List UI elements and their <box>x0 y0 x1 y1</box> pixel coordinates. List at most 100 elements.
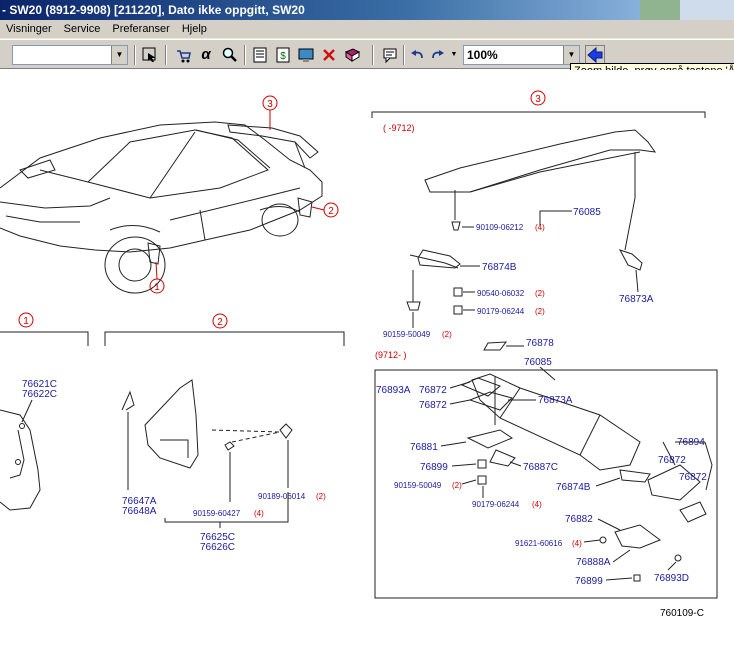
label-90179-b[interactable]: 90179-06244 <box>472 500 520 509</box>
toolbar-separator <box>244 45 246 65</box>
comment-button[interactable] <box>380 45 400 65</box>
label-76872-c[interactable]: 76872 <box>658 455 686 466</box>
comment-icon <box>383 48 397 64</box>
label-76899-b[interactable]: 76899 <box>575 576 603 587</box>
label-90540-qty: (2) <box>535 289 545 298</box>
callout-3-car[interactable]: 3 <box>262 95 278 130</box>
price-button[interactable]: $ <box>273 45 293 65</box>
undo-button[interactable] <box>407 45 427 65</box>
label-76647A[interactable]: 76647A <box>122 496 157 507</box>
zoom-value: 100% <box>467 48 498 62</box>
callout-2-car-label: 2 <box>328 206 334 217</box>
label-91621[interactable]: 91621-60616 <box>515 539 563 548</box>
title-bar-segment-1 <box>640 0 680 20</box>
label-76888A[interactable]: 76888A <box>576 557 611 568</box>
label-90189[interactable]: 90189-06014 <box>258 492 306 501</box>
label-76874B-a[interactable]: 76874B <box>482 262 517 273</box>
menu-preferanser[interactable]: Preferanser <box>112 23 170 35</box>
select-tool-button[interactable] <box>140 45 160 65</box>
toolbar-separator <box>403 45 405 65</box>
label-76873A-a[interactable]: 76873A <box>619 294 654 305</box>
list-icon <box>253 47 267 63</box>
label-76878[interactable]: 76878 <box>526 338 554 349</box>
label-76874B-b[interactable]: 76874B <box>556 482 591 493</box>
label-90189-qty: (2) <box>316 492 326 501</box>
toolbar-separator <box>165 45 167 65</box>
zoom-select[interactable]: 100% ▼ <box>463 45 580 65</box>
label-90540[interactable]: 90540-06032 <box>477 289 525 298</box>
zoom-apply-button[interactable] <box>585 45 605 65</box>
parts-list-button[interactable] <box>250 45 270 65</box>
date-code-upto: ( -9712) <box>383 123 415 133</box>
label-91621-qty: (4) <box>572 539 582 548</box>
label-90159-a[interactable]: 90159-50049 <box>383 330 431 339</box>
close-button[interactable] <box>319 45 339 65</box>
menu-service[interactable]: Service <box>63 23 101 35</box>
redo-button[interactable] <box>428 45 448 65</box>
parts-diagram[interactable]: 3 2 1 3 ( -9712) 76085 90109-06212 (4) <box>0 70 734 650</box>
figure-code: 760109-C <box>660 608 704 619</box>
label-76648A[interactable]: 76648A <box>122 506 157 517</box>
label-90179-a[interactable]: 90179-06244 <box>477 307 525 316</box>
section-2-header: 2 <box>104 313 345 346</box>
callout-1-car-label: 1 <box>154 282 160 293</box>
label-90159-b-qty: (4) <box>254 509 264 518</box>
toolbar-separator <box>372 45 374 65</box>
label-90109[interactable]: 90109-06212 <box>476 223 524 232</box>
search-button[interactable] <box>219 45 239 65</box>
toolbar: ▼ α $ ▼ 100% ▼ <box>0 39 734 69</box>
section-3-header: 3 <box>371 90 706 118</box>
monitor-button[interactable] <box>296 45 316 65</box>
label-76872-a[interactable]: 76872 <box>419 385 447 396</box>
title-bar-segment-2 <box>680 0 734 20</box>
car-illustration <box>0 121 323 294</box>
label-76893A[interactable]: 76893A <box>376 385 411 396</box>
catalog-select[interactable]: ▼ <box>12 45 128 65</box>
menu-bar: Visninger Service Preferanser Hjelp <box>0 20 734 39</box>
label-76622C[interactable]: 76622C <box>22 389 57 400</box>
label-90159-c[interactable]: 90159-50049 <box>394 481 442 490</box>
label-90179-a-qty: (2) <box>535 307 545 316</box>
label-90159-c-qty: (2) <box>452 481 462 490</box>
alpha-search-button[interactable]: α <box>196 45 216 65</box>
label-76085-a[interactable]: 76085 <box>573 207 601 218</box>
label-76626C[interactable]: 76626C <box>200 542 235 553</box>
redo-icon <box>432 50 444 59</box>
label-76873A-b[interactable]: 76873A <box>538 395 573 406</box>
section-3-callout: 3 <box>535 94 541 105</box>
window-title: - SW20 (8912-9908) [211220], Dato ikke o… <box>2 3 305 17</box>
menu-visninger[interactable]: Visninger <box>6 23 52 35</box>
monitor-icon <box>298 48 314 62</box>
label-76893D[interactable]: 76893D <box>654 573 689 584</box>
mudflap-front-illustration <box>0 409 41 511</box>
label-76872-b[interactable]: 76872 <box>419 400 447 411</box>
callout-1-car[interactable]: 1 <box>149 261 165 294</box>
label-76621C[interactable]: 76621C <box>22 379 57 390</box>
label-90179-b-qty: (4) <box>532 500 542 509</box>
history-dropdown[interactable]: ▼ <box>448 45 460 65</box>
spoiler-illustration-lower <box>460 341 713 582</box>
magnifier-icon <box>222 47 237 62</box>
notes-button[interactable] <box>342 45 362 65</box>
book-icon <box>344 48 361 62</box>
callout-2-car[interactable]: 2 <box>311 202 339 218</box>
menu-hjelp[interactable]: Hjelp <box>181 23 207 35</box>
cart-button[interactable] <box>173 45 193 65</box>
label-76887C[interactable]: 76887C <box>523 462 558 473</box>
dollar-document-icon: $ <box>276 47 290 63</box>
variant-box <box>374 369 718 599</box>
label-76882[interactable]: 76882 <box>565 514 593 525</box>
catalog-select-arrow-icon[interactable]: ▼ <box>111 46 127 64</box>
cart-icon <box>177 50 191 63</box>
undo-icon <box>411 50 423 59</box>
label-76625C[interactable]: 76625C <box>200 532 235 543</box>
alpha-icon: α <box>201 46 211 63</box>
zoom-select-arrow-icon[interactable]: ▼ <box>563 46 579 64</box>
arrow-left-icon <box>587 46 603 64</box>
label-76872-d[interactable]: 76872 <box>679 472 707 483</box>
label-76085-b[interactable]: 76085 <box>524 357 552 368</box>
label-76881[interactable]: 76881 <box>410 442 438 453</box>
spoiler-illustration-upper <box>406 129 657 315</box>
label-90159-b[interactable]: 90159-60427 <box>193 509 241 518</box>
label-76899-a[interactable]: 76899 <box>420 462 448 473</box>
